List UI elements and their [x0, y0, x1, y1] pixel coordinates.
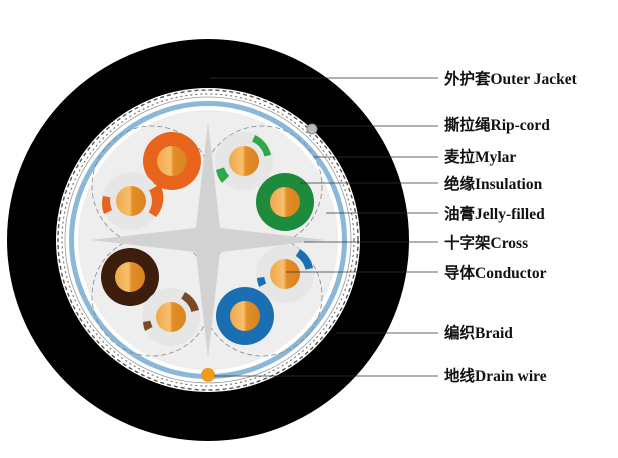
cross-separator: [90, 122, 326, 358]
rip-cord: [306, 123, 318, 135]
pair-brown: [101, 248, 200, 346]
label-insulation: 绝缘Insulation: [444, 174, 543, 193]
leader-lines: [210, 77, 438, 377]
label-cross: 十字架Cross: [444, 233, 528, 252]
braid-pattern-outer: [57, 89, 359, 391]
braid-pattern-inner: [61, 93, 355, 387]
pair-orange: [102, 132, 201, 230]
label-drain-wire: 地线Drain wire: [444, 366, 547, 385]
pair-green: [215, 132, 314, 231]
label-conductor: 导体Conductor: [444, 263, 547, 282]
label-braid: 编织Braid: [444, 323, 513, 342]
label-mylar: 麦拉Mylar: [444, 147, 516, 166]
conductor: [115, 262, 145, 292]
label-rip-cord: 撕拉绳Rip-cord: [444, 115, 550, 134]
conductor: [156, 302, 186, 332]
conductor: [116, 186, 146, 216]
conductor: [270, 187, 300, 217]
conductor: [157, 146, 187, 176]
braid-edge: [64, 96, 352, 384]
label-jelly-filled: 油膏Jelly-filled: [444, 204, 545, 223]
conductor: [229, 146, 259, 176]
label-outer-jacket: 外护套Outer Jacket: [444, 69, 578, 88]
conductor: [270, 259, 300, 289]
pair-blue: [216, 245, 314, 345]
conductor: [230, 301, 260, 331]
drain-wire: [201, 368, 215, 382]
